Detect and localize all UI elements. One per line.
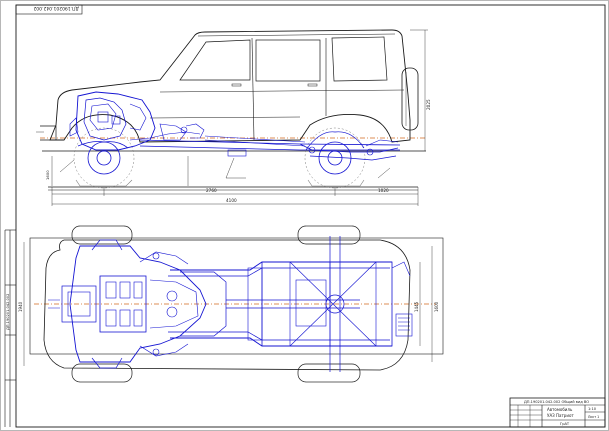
left-margin-strip: ДП.190201.042.002	[4, 229, 16, 427]
window-middle	[255, 39, 321, 82]
spare-wheel	[401, 67, 419, 131]
dim-overall-height: 2025	[426, 99, 431, 110]
window-front	[179, 39, 251, 81]
top-left-stamp: ДП.190201.042.002	[15, 4, 83, 15]
title-scale: 1:10	[588, 407, 597, 411]
inner-frame	[15, 4, 606, 428]
side-dimensions: 2760 4100 1020 2025 1600	[45, 29, 431, 206]
frame-side	[139, 135, 401, 161]
plan-frame	[168, 261, 393, 347]
dim-plan-right-width-2: 1600	[434, 301, 439, 312]
body-belt-line	[159, 89, 405, 93]
side-view: 2760 4100 1020 2025 1600	[36, 29, 431, 206]
dim-wheelbase: 2760	[206, 188, 217, 193]
dim-plan-right-width: 1445	[414, 301, 419, 312]
margin-doc-number: ДП.190201.042.002	[6, 294, 10, 330]
side-leaders	[36, 131, 391, 179]
title-doc-number: ДП.190201.042.002 Общий вид ВО	[524, 400, 589, 404]
plan-wheels	[71, 225, 361, 383]
plan-engine-assembly	[48, 239, 227, 369]
dim-plan-left-width: 1940	[18, 301, 23, 312]
door-handle-rear	[307, 83, 318, 87]
door-divider-1	[251, 37, 255, 141]
window-rear	[331, 36, 388, 82]
body-outline	[49, 29, 411, 143]
dim-front-track-side: 1600	[45, 170, 50, 180]
front-wheel-side	[73, 127, 135, 189]
plan-view: 1940 1445 1600	[18, 225, 444, 383]
title-line-2: УАЗ Патриот	[547, 413, 574, 418]
dim-rear-overhang: 1020	[378, 188, 389, 193]
title-line-1: Автомобиль	[547, 407, 573, 412]
stamp-number: ДП.190201.042.002	[33, 5, 79, 11]
dim-overall-length: 4100	[226, 198, 237, 203]
plan-dimensions: 1940 1445 1600	[18, 242, 439, 366]
title-block: ДП.190201.042.002 Общий вид ВО Автомобил…	[509, 397, 606, 428]
plan-body-outline	[43, 239, 411, 371]
roof-line	[197, 33, 396, 37]
title-org: ГрАТ	[560, 422, 570, 426]
title-sheet: Лист 1	[588, 415, 599, 419]
plan-driveline	[226, 236, 413, 372]
door-handle-front	[231, 83, 242, 87]
front-bumper	[40, 125, 57, 141]
plan-gauge-box	[29, 237, 444, 355]
body-sill-line	[149, 116, 301, 119]
